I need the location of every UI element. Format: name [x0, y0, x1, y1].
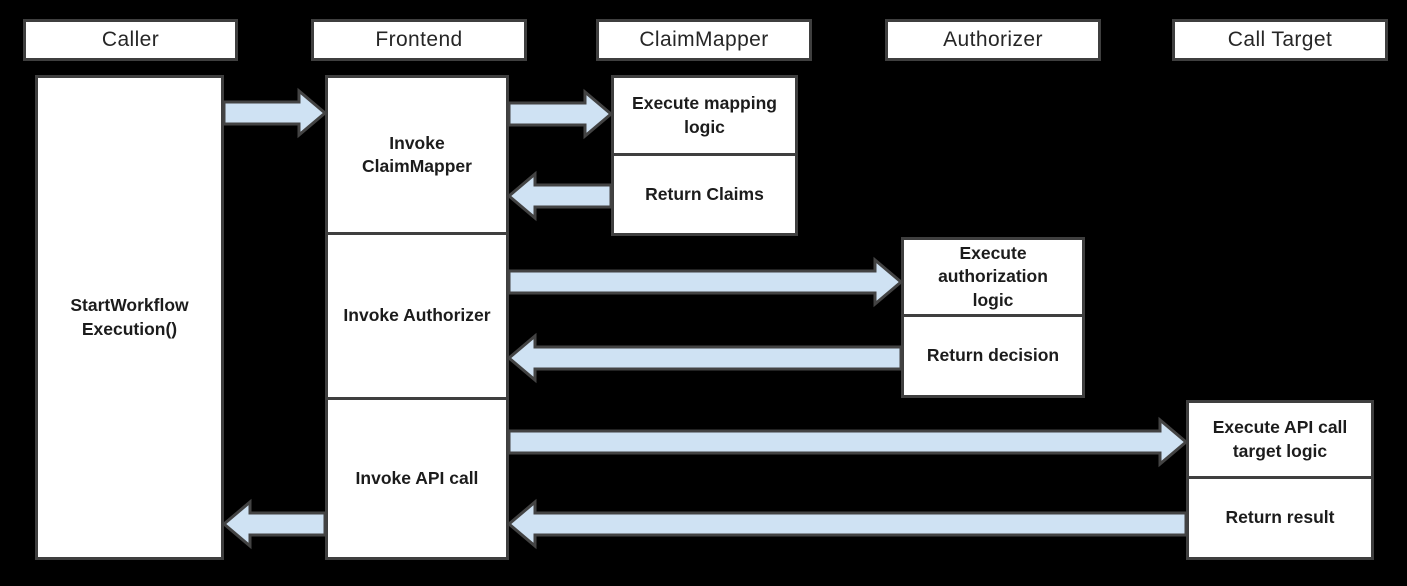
lifeline-header-frontend: Frontend [311, 19, 527, 61]
lifeline-header-caller: Caller [23, 19, 238, 61]
arrow-caller-to-frontend [222, 87, 328, 139]
activation-claimmapper-return-claims: Return Claims [611, 153, 798, 236]
lifeline-header-claimmapper: ClaimMapper [596, 19, 812, 61]
arrow-frontend-to-claimmapper [507, 88, 614, 140]
activation-claimmapper-execute-mapping: Execute mapping logic [611, 75, 798, 156]
activation-frontend-invoke-claimmapper: Invoke ClaimMapper [325, 75, 509, 235]
activation-caller-startworkflow: StartWorkflow Execution() [35, 75, 224, 560]
activation-calltarget-return-result: Return result [1186, 476, 1374, 560]
activation-frontend-invoke-api-call: Invoke API call [325, 397, 509, 560]
activation-calltarget-execute-logic: Execute API call target logic [1186, 400, 1374, 479]
arrow-authorizer-to-frontend [506, 332, 903, 384]
arrow-frontend-to-calltarget [507, 416, 1189, 468]
arrow-frontend-to-authorizer [507, 256, 904, 308]
lifeline-header-authorizer: Authorizer [885, 19, 1101, 61]
arrow-calltarget-to-frontend [506, 498, 1188, 550]
activation-authorizer-return-decision: Return decision [901, 314, 1085, 398]
activation-authorizer-execute-logic: Execute authorization logic [901, 237, 1085, 317]
arrow-claimmapper-to-frontend [506, 170, 613, 222]
arrow-frontend-to-caller [221, 498, 327, 550]
activation-frontend-invoke-authorizer: Invoke Authorizer [325, 232, 509, 400]
lifeline-header-calltarget: Call Target [1172, 19, 1388, 61]
